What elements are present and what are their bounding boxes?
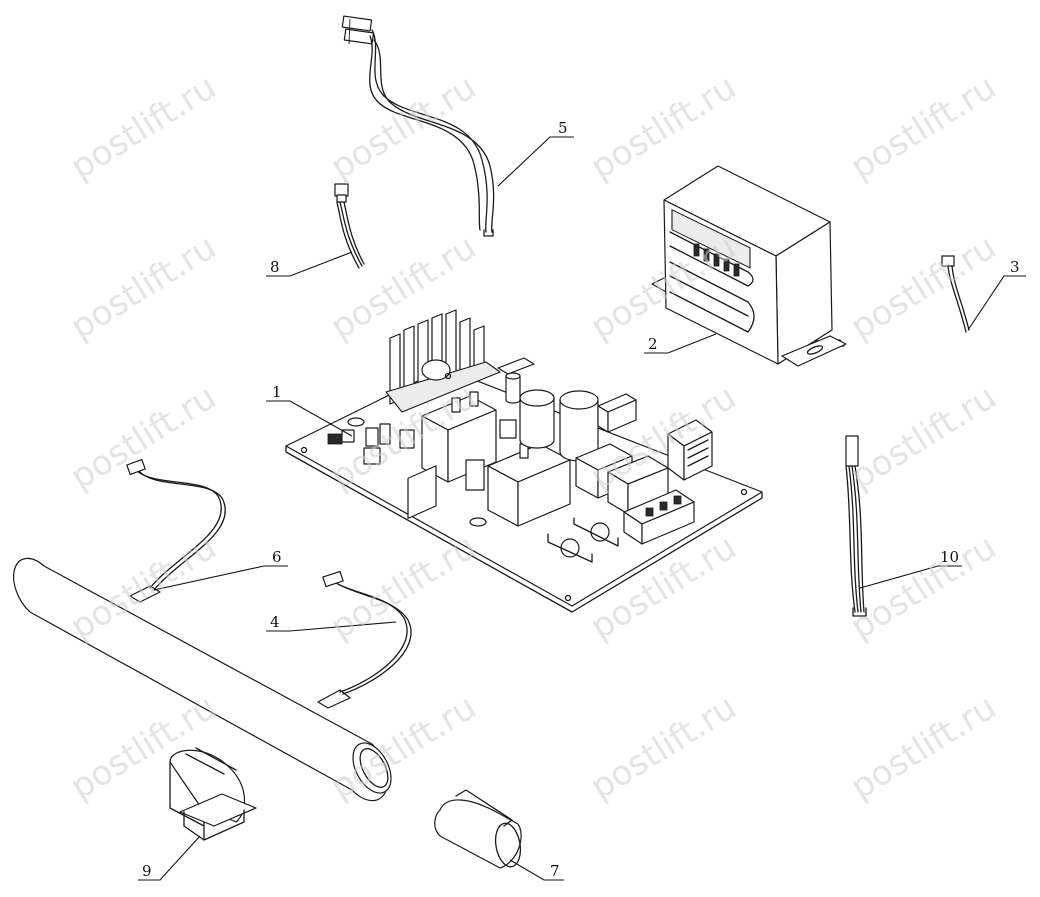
part-6-heater-tube [13,458,412,802]
watermark: postlift.ru [844,527,1004,647]
part-3-small-harness [941,255,970,333]
callout-3: 3 [1010,258,1020,276]
part-5-wire-harness [341,15,495,237]
watermark: postlift.ru [844,227,1004,347]
pcb-heatsinks [385,309,501,413]
part-10-ribbon-harness [845,435,867,617]
pcb-inductor [597,393,713,481]
watermark: postlift.ru [844,67,1004,187]
pcb-terminal-blocks [575,443,695,545]
transformer-windings [669,231,755,333]
callout-2: 2 [648,335,658,353]
watermark: postlift.ru [844,687,1004,807]
watermark: postlift.ru [324,527,484,647]
callout-8: 8 [270,258,280,276]
callout-9: 9 [142,862,152,880]
watermark: postlift.ru [584,687,744,807]
part-2-transformer [651,165,847,367]
part-9-tube-clamp [169,747,257,841]
pcb-small-components [300,357,748,602]
part-1-control-board [285,309,763,613]
watermark: postlift.ru [324,67,484,187]
callout-4: 4 [270,613,280,631]
callout-leaders [138,136,1026,881]
part-7-split-sleeve [434,789,522,869]
callout-6: 6 [272,548,282,566]
watermark: postlift.ru [844,377,1004,497]
watermark: postlift.ru [64,67,224,187]
watermark: postlift.ru [64,377,224,497]
callout-5: 5 [558,119,568,137]
watermark: postlift.ru [64,227,224,347]
part-8-short-harness [334,183,365,269]
callout-7: 7 [550,862,560,880]
pcb-relays [421,391,571,527]
callout-1: 1 [272,383,282,401]
callout-10: 10 [940,548,959,566]
